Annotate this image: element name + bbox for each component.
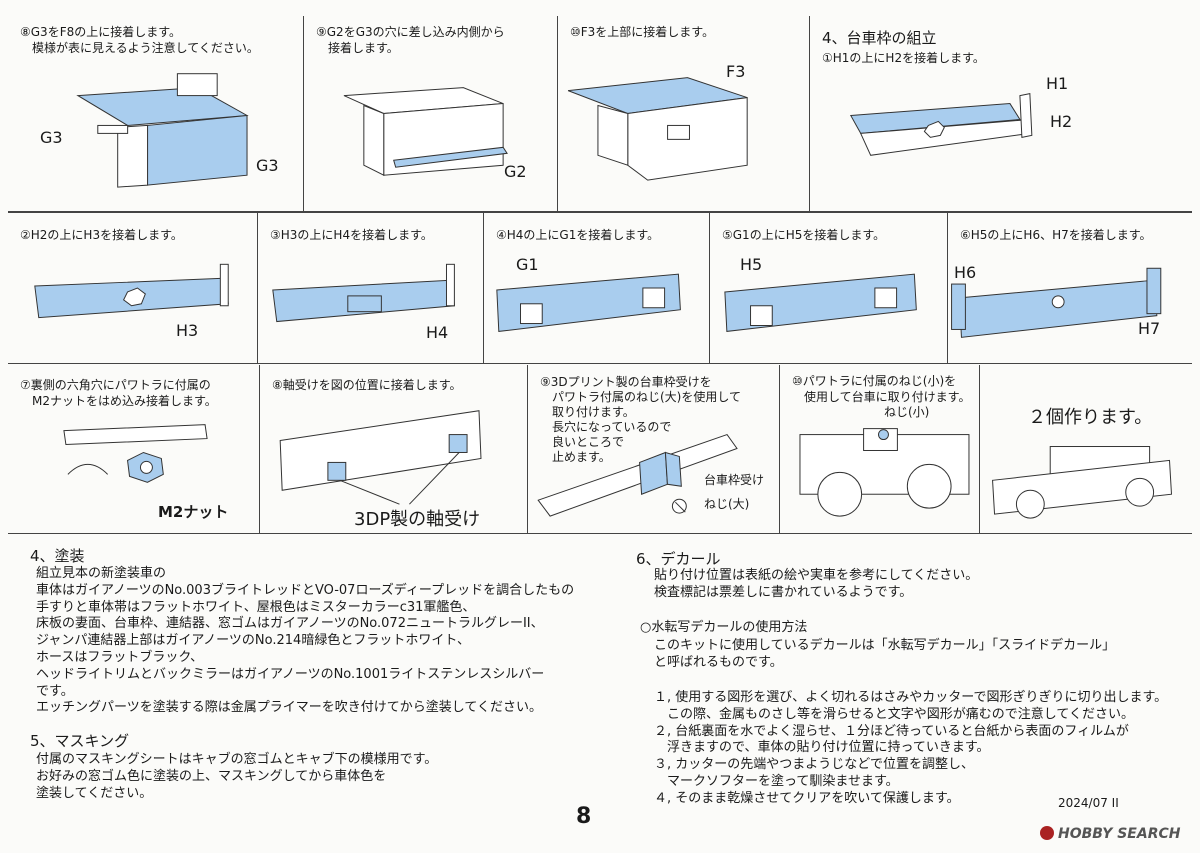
part-label-bogie-frame-mount: 台車枠受け — [704, 473, 765, 487]
part-label-m2-nut: M2ナット — [158, 503, 229, 521]
painting-title: 4、塗装 — [30, 547, 85, 565]
part-label-h4: H4 — [426, 323, 449, 342]
make-two-note: ２個作ります。 — [1028, 407, 1153, 428]
step-8-panel: ⑧G3をF8の上に接着します。 模様が表に見えるよう注意してください。 G3 G… — [8, 16, 304, 211]
step-caption: ⑨3Dプリント製の台車枠受けを パワトラ付属のねじ(大)を使用して 取り付けます… — [540, 375, 742, 464]
decal-method-intro: このキットに使用しているデカールは「水転写デカール」「スライドデカール」 と呼ば… — [654, 638, 1116, 670]
step-caption: ⑤G1の上にH5を接着します。 — [722, 228, 886, 242]
make-two-panel: ２個作ります。 — [980, 365, 1192, 533]
part-label-h1: H1 — [1046, 74, 1069, 93]
logo-text: HOBBY SEARCH — [1058, 826, 1181, 842]
decal-steps: １, 使用する図形を選び、よく切れるはさみやカッターで図形ぎりぎりに切り出します… — [654, 690, 1168, 806]
bogie-step-1-illustration — [849, 93, 1033, 156]
step-4-panel: ④H4の上にG1を接着します。 G1 — [484, 213, 710, 363]
decal-method-title: ○水転写デカールの使用方法 — [640, 620, 808, 635]
masking-body: 付属のマスキングシートはキャブの窓ゴムとキャブ下の模様用です。 お好みの窓ゴム色… — [36, 752, 438, 801]
step-10b-illustration — [799, 428, 970, 517]
part-label-screw-large: ねじ(大) — [704, 497, 750, 511]
step-2-panel: ②H2の上にH3を接着します。 H3 — [8, 213, 258, 363]
step-9b-panel: ⑨3Dプリント製の台車枠受けを パワトラ付属のねじ(大)を使用して 取り付けます… — [528, 365, 780, 533]
section-heading: 4、台車枠の組立 — [822, 29, 937, 47]
part-label-h6: H6 — [954, 263, 977, 282]
logo-icon — [1040, 826, 1054, 840]
step-caption: ⑨G2をG3の穴に差し込み内側から 接着します。 — [316, 25, 505, 55]
step-7-panel: ⑦裏側の六角穴にパワトラに付属の M2ナットをはめ込み接着します。 M2ナット — [8, 365, 260, 533]
step-8b-illustration — [279, 410, 482, 505]
finished-bogie-illustration — [992, 446, 1173, 519]
step-7-illustration — [63, 424, 208, 483]
step-10-panel: ⑩F3を上部に接着します。 F3 — [558, 16, 810, 211]
row-3: ⑦裏側の六角穴にパワトラに付属の M2ナットをはめ込み接着します。 M2ナット … — [8, 365, 1192, 534]
step-caption: ②H2の上にH3を接着します。 — [20, 228, 183, 242]
step-10b-panel: ⑩パワトラに付属のねじ(小)を 使用して台車に取り付けます。 ねじ(小) — [780, 365, 980, 533]
step-8b-panel: ⑧軸受けを図の位置に接着します。 3DP製の軸受け — [260, 365, 528, 533]
step-caption: ③H3の上にH4を接着します。 — [270, 228, 433, 242]
part-label-screw-small: ねじ(小) — [884, 405, 930, 419]
step-9-panel: ⑨G2をG3の穴に差し込み内側から 接着します。 G2 — [304, 16, 558, 211]
part-label-g2: G2 — [504, 162, 527, 181]
part-label-h5: H5 — [740, 255, 763, 274]
part-label-f3: F3 — [726, 62, 746, 81]
step-5-panel: ⑤G1の上にH5を接着します。 H5 — [710, 213, 948, 363]
step-caption: ④H4の上にG1を接着します。 — [496, 228, 660, 242]
step-4-illustration — [496, 273, 681, 332]
row-2: ②H2の上にH3を接着します。 H3 ③H3の上にH4を接着します。 H4 ④H… — [8, 212, 1192, 364]
step-6-panel: ⑥H5の上にH6、H7を接着します。 H6 H7 — [948, 213, 1192, 363]
part-label-g3-right: G3 — [256, 156, 279, 175]
revision-date: 2024/07 II — [1058, 796, 1119, 810]
step-caption: ①H1の上にH2を接着します。 — [822, 51, 985, 65]
step-caption: ⑧軸受けを図の位置に接着します。 — [272, 378, 462, 392]
part-label-3dp-bearing: 3DP製の軸受け — [354, 509, 481, 530]
step-2-illustration — [34, 263, 229, 319]
part-label-h7: H7 — [1138, 319, 1161, 338]
instruction-grid: ⑧G3をF8の上に接着します。 模様が表に見えるよう注意してください。 G3 G… — [8, 16, 1192, 540]
step-10-illustration — [567, 77, 748, 181]
part-label-g1: G1 — [516, 255, 539, 274]
part-label-g3-left: G3 — [40, 128, 63, 147]
bogie-assembly-panel: 4、台車枠の組立 ①H1の上にH2を接着します。 H1 H2 — [810, 16, 1192, 211]
row-1: ⑧G3をF8の上に接着します。 模様が表に見えるよう注意してください。 G3 G… — [8, 16, 1192, 212]
step-3-panel: ③H3の上にH4を接着します。 H4 — [258, 213, 484, 363]
step-5-illustration — [724, 273, 917, 332]
step-6-illustration — [951, 267, 1162, 338]
step-9b-illustration — [537, 433, 738, 517]
step-caption: ⑧G3をF8の上に接着します。 模様が表に見えるよう注意してください。 — [20, 25, 259, 55]
decal-title: 6、デカール — [636, 550, 721, 568]
step-3-illustration — [272, 263, 455, 323]
watermark-logo: HOBBY SEARCH — [1040, 826, 1180, 842]
decal-intro: 貼り付け位置は表紙の絵や実車を参考にしてください。 検査標記は票差しに書かれてい… — [654, 568, 979, 600]
part-label-h2: H2 — [1050, 112, 1073, 131]
step-caption: ⑥H5の上にH6、H7を接着します。 — [960, 228, 1152, 242]
step-caption: ⑩パワトラに付属のねじ(小)を 使用して台車に取り付けます。 — [792, 374, 971, 404]
step-caption: ⑩F3を上部に接着します。 — [570, 25, 715, 39]
masking-title: 5、マスキング — [30, 732, 130, 750]
step-caption: ⑦裏側の六角穴にパワトラに付属の M2ナットをはめ込み接着します。 — [20, 378, 217, 408]
page-number: 8 — [576, 804, 592, 829]
painting-body: 組立見本の新塗装車の 車体はガイアノーツのNo.003ブライトレッドとVO-07… — [36, 566, 575, 716]
step-8-illustration — [76, 73, 249, 188]
part-label-h3: H3 — [176, 321, 199, 340]
step-9-illustration — [343, 87, 508, 176]
